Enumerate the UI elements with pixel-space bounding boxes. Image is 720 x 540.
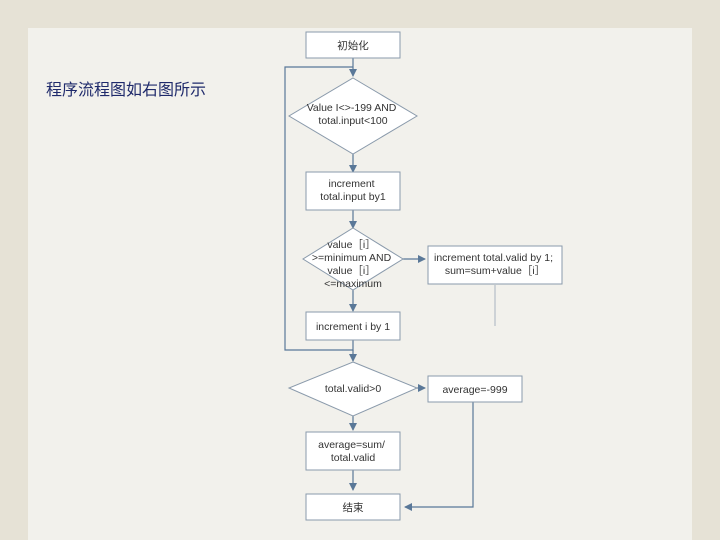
- node-inc-valid: [427, 245, 563, 285]
- label-cond-valid: total.valid>0: [325, 383, 381, 395]
- node-cond-valid: [287, 361, 419, 417]
- flow-shapes: [287, 31, 563, 521]
- label-inc-input: increment total.input by1: [320, 178, 386, 203]
- decorative-border-left: [0, 0, 28, 540]
- label-avg-calc: average=sum/ total.valid: [318, 439, 388, 464]
- arrow-neg-to-end: [404, 402, 474, 511]
- label-avg-neg: average=-999: [442, 384, 507, 396]
- node-end: [305, 493, 401, 521]
- node-inc-i: [305, 311, 401, 341]
- decorative-border-right: [692, 0, 720, 540]
- flow-labels: 初始化 Value I<>-199 AND total.input<100 in…: [307, 39, 556, 514]
- label-end: 结束: [343, 501, 364, 514]
- flow-connectors: [284, 58, 496, 511]
- label-cond-loop: Value I<>-199 AND total.input<100: [307, 102, 400, 127]
- label-init: 初始化: [337, 39, 369, 52]
- node-inc-input: [305, 171, 401, 211]
- label-inc-valid: increment total.valid by 1; sum=sum+valu…: [434, 252, 556, 277]
- node-avg-neg: [427, 375, 523, 403]
- node-init: [305, 31, 401, 59]
- loop-back-line: [284, 66, 354, 351]
- label-inc-i: increment i by 1: [316, 321, 390, 333]
- node-cond-loop: [288, 77, 418, 155]
- node-cond-range: [302, 227, 404, 291]
- slide-caption: 程序流程图如右图所示: [46, 80, 207, 99]
- node-avg-calc: [305, 431, 401, 471]
- decorative-border-top: [0, 0, 720, 28]
- label-cond-range: value［i］ >=minimum AND value［i］ <=maximu…: [312, 239, 394, 290]
